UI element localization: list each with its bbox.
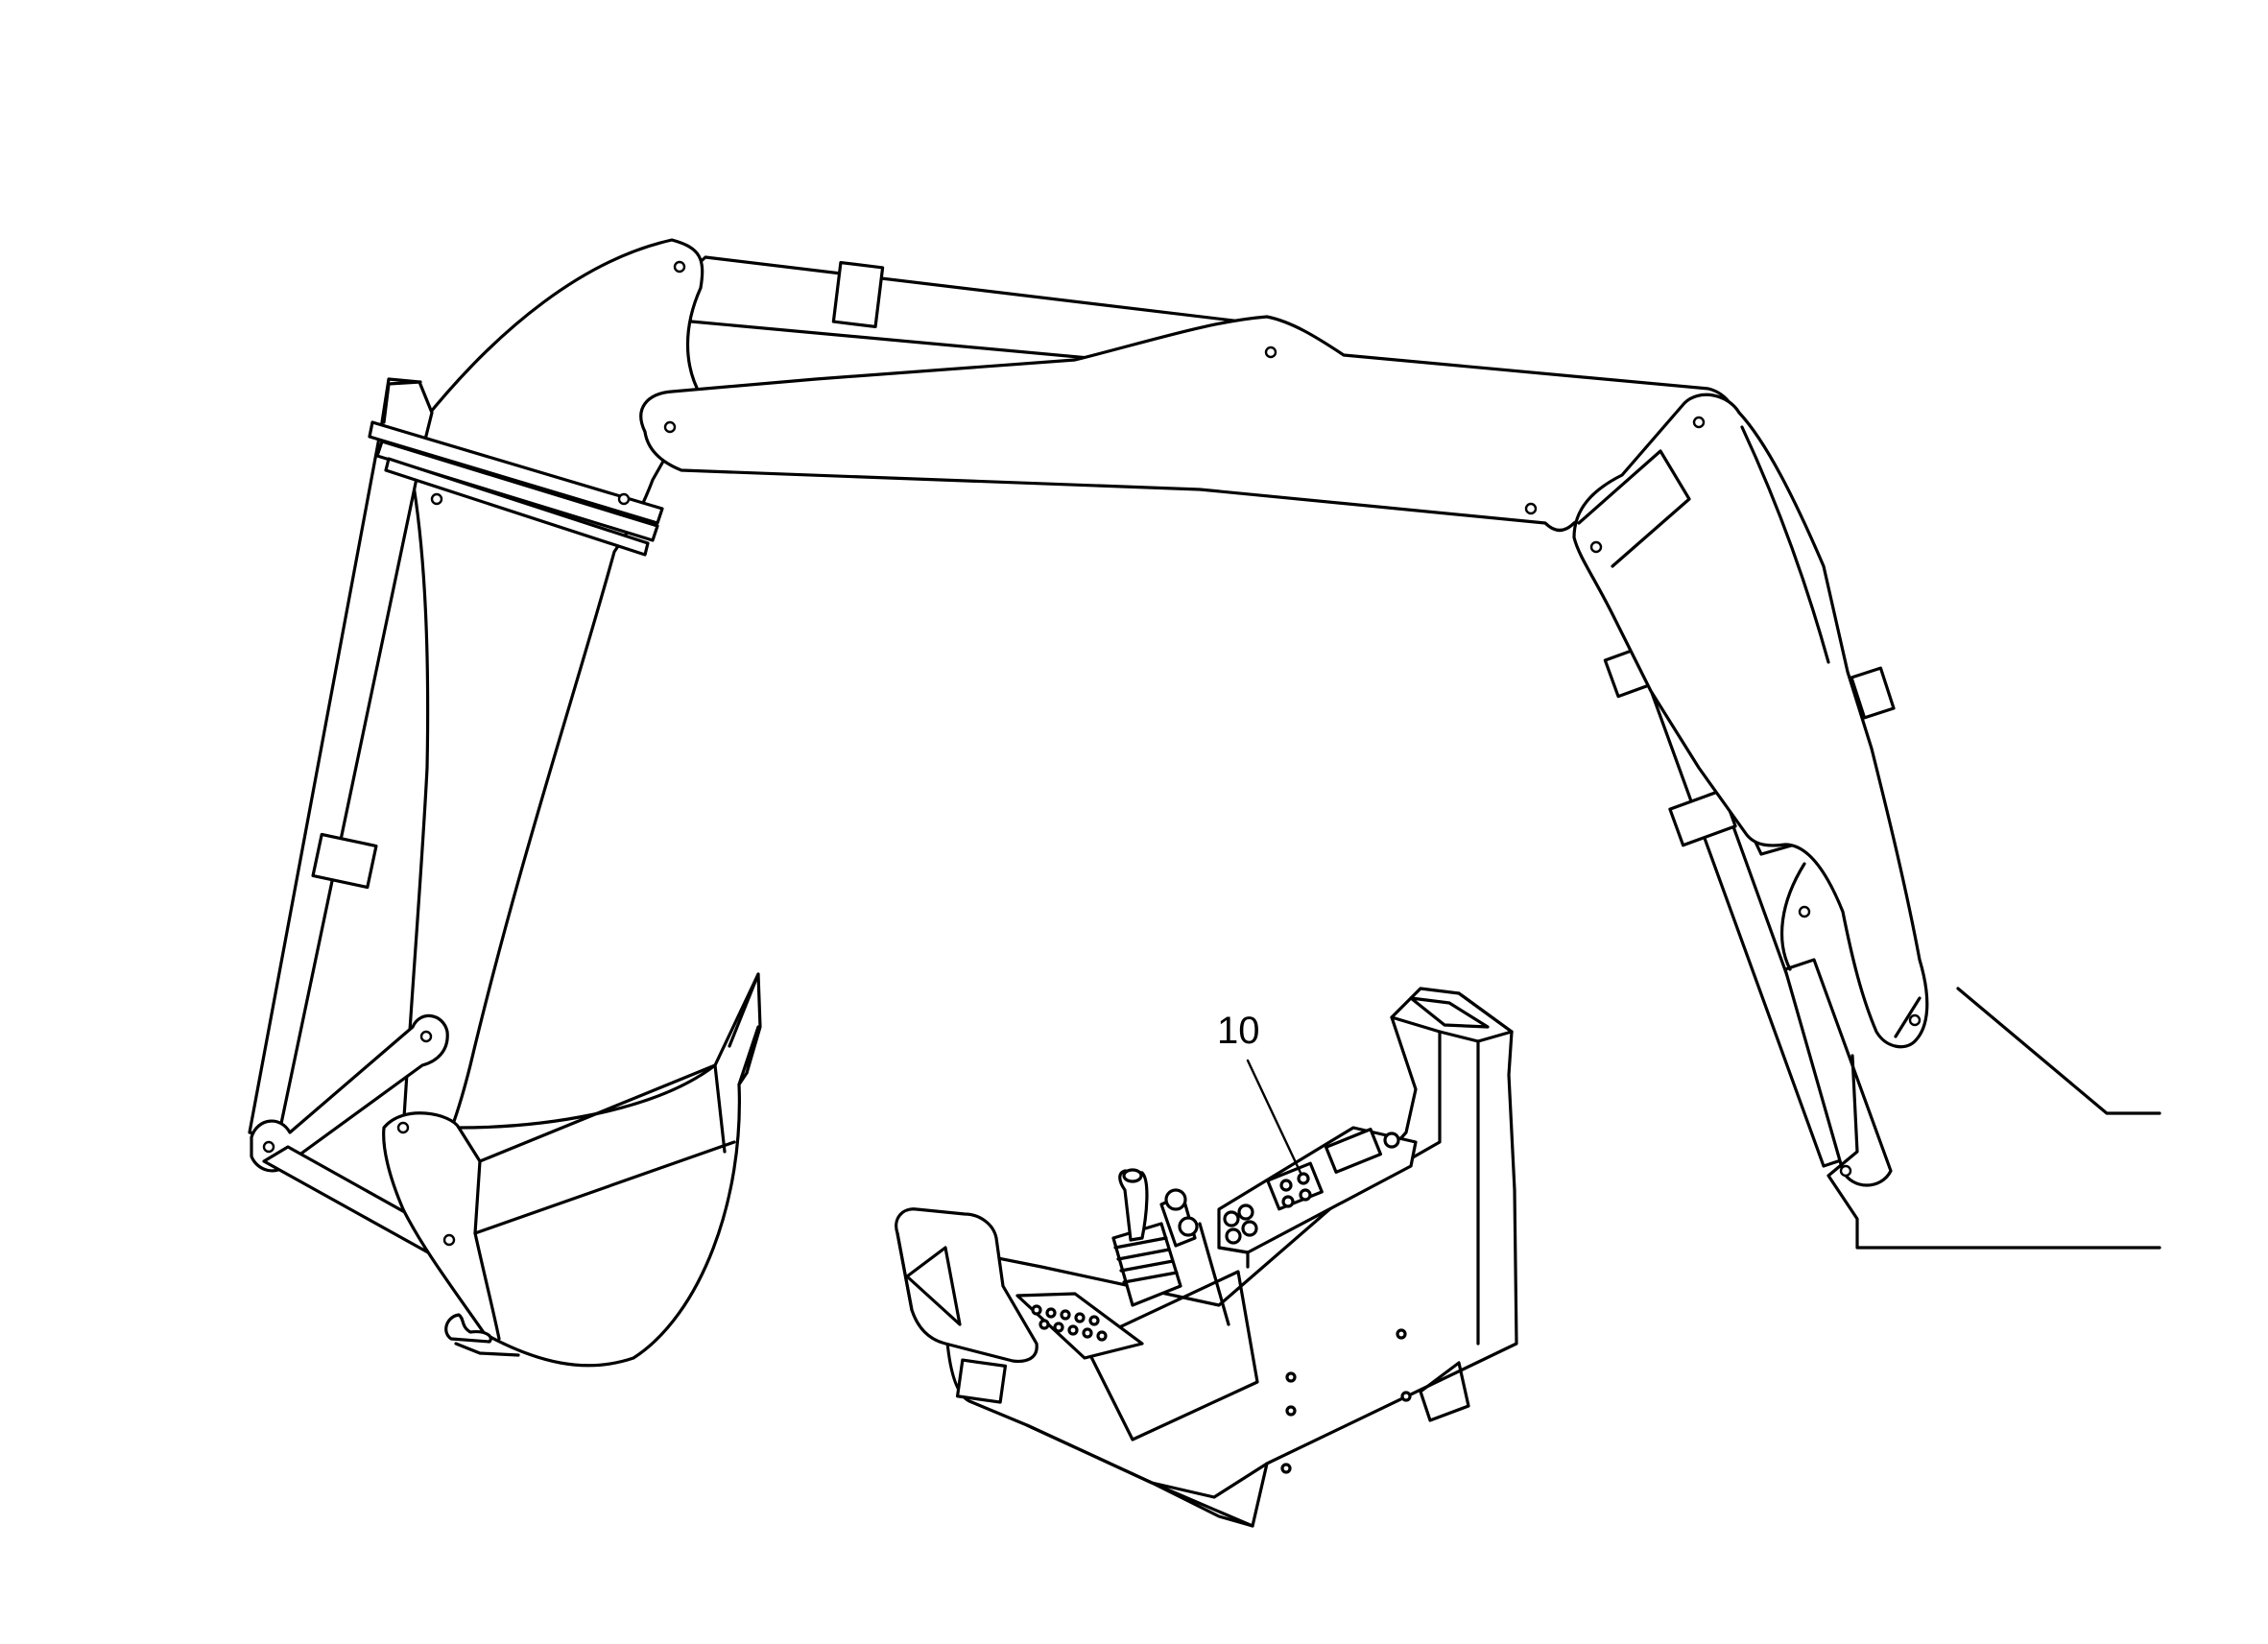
pin bbox=[262, 1140, 275, 1154]
pin bbox=[1839, 1164, 1852, 1178]
pin bbox=[1798, 905, 1811, 918]
callout-10: 10 bbox=[1217, 1010, 1302, 1175]
pin bbox=[419, 1030, 433, 1043]
swing-bracket bbox=[1826, 987, 2161, 1250]
pin bbox=[663, 420, 677, 434]
bucket-cylinder bbox=[248, 377, 434, 1139]
pin bbox=[617, 492, 631, 506]
callout-leader-line bbox=[1246, 1059, 1302, 1175]
gauge-cluster bbox=[1223, 1203, 1258, 1245]
pin bbox=[1692, 416, 1706, 429]
boom bbox=[639, 315, 1739, 533]
pin bbox=[1264, 345, 1277, 359]
control-console bbox=[895, 987, 1518, 1528]
pin bbox=[1589, 540, 1603, 554]
pin bbox=[1524, 502, 1538, 515]
stick-clamp-strips bbox=[368, 380, 664, 557]
pin bbox=[430, 492, 443, 506]
stick-arm bbox=[401, 238, 704, 1154]
bucket bbox=[382, 972, 762, 1368]
pin bbox=[1908, 1013, 1922, 1027]
boom-cylinders-right bbox=[1572, 393, 1929, 1187]
pin bbox=[442, 1233, 456, 1247]
pin bbox=[396, 1121, 410, 1134]
pin bbox=[673, 260, 686, 274]
switch-cluster bbox=[1266, 1161, 1324, 1211]
callout-label: 10 bbox=[1217, 1010, 1260, 1052]
footrest-dots bbox=[1031, 1304, 1108, 1342]
bucket-linkage bbox=[250, 1014, 453, 1259]
pivot-pins bbox=[262, 260, 1922, 1247]
